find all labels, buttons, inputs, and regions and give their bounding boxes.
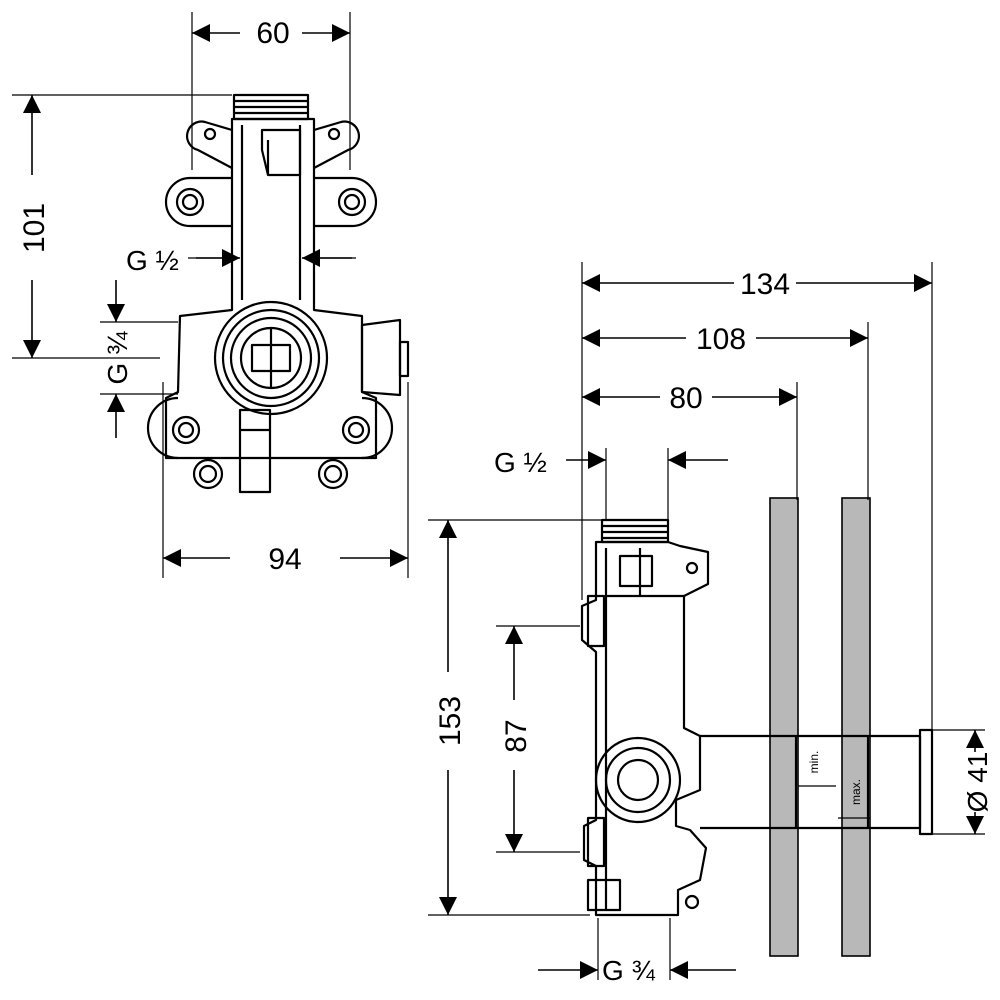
wall-min-label: min. bbox=[807, 751, 821, 774]
dim-side-sleeve-diameter: Ø 41 bbox=[962, 752, 993, 813]
front-cartridge-slot bbox=[260, 128, 302, 177]
wall-max-label: max. bbox=[849, 779, 863, 805]
front-side-stub bbox=[360, 318, 402, 397]
front-spindle bbox=[213, 300, 329, 416]
side-dimensions bbox=[439, 274, 984, 979]
front-view bbox=[12, 12, 410, 578]
front-dimensions bbox=[23, 24, 408, 567]
dim-front-thread-outlet: G ½ bbox=[126, 245, 179, 276]
front-extension-lines bbox=[12, 12, 409, 578]
dim-side-thread-outlet: G ½ bbox=[494, 447, 547, 478]
wall-max-panel bbox=[841, 497, 871, 957]
dim-side-thread-inlet: G ¾ bbox=[602, 955, 656, 986]
side-extension-lines bbox=[428, 262, 985, 980]
side-extension-sleeve bbox=[700, 728, 934, 836]
front-mounting-lugs bbox=[146, 176, 394, 460]
dim-front-height: 101 bbox=[18, 203, 51, 253]
wall-depth-ticks bbox=[798, 785, 870, 819]
dim-front-thread-inlet: G ¾ bbox=[102, 331, 133, 385]
front-housing-outline bbox=[164, 117, 378, 460]
wall-min-panel bbox=[769, 497, 799, 957]
dim-side-depth-total: 134 bbox=[740, 268, 790, 301]
dim-side-inlet-spacing: 87 bbox=[500, 719, 533, 752]
front-bottom-outlet bbox=[192, 408, 349, 494]
side-spindle bbox=[594, 736, 682, 824]
dim-side-depth-min: 80 bbox=[669, 382, 702, 415]
dim-front-width-bottom: 94 bbox=[268, 543, 301, 576]
front-top-thread bbox=[232, 93, 310, 121]
side-top-thread bbox=[600, 518, 670, 544]
side-view bbox=[428, 262, 985, 980]
dim-front-width-top: 60 bbox=[256, 17, 289, 50]
side-housing-outline bbox=[580, 540, 710, 917]
dim-side-height: 153 bbox=[434, 696, 467, 746]
dim-side-depth-max: 108 bbox=[696, 323, 746, 356]
front-top-ears bbox=[186, 120, 360, 169]
